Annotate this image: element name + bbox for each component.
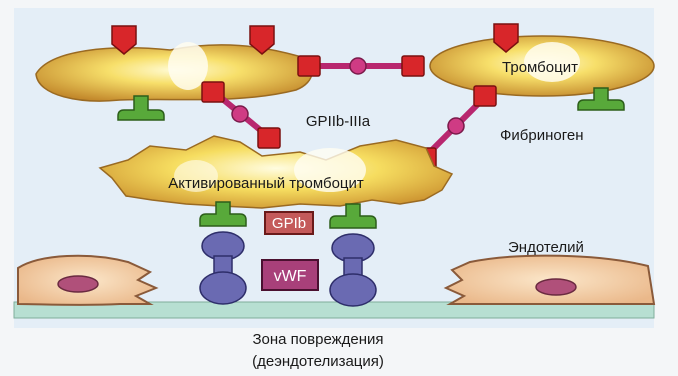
fibrinogen-label: Фибриноген xyxy=(500,127,584,144)
endothelium-label: Эндотелий xyxy=(508,239,584,256)
receptor-side xyxy=(474,86,496,106)
fibrinogen-node xyxy=(448,118,464,134)
receptor-side xyxy=(258,128,280,148)
cell-nucleus xyxy=(536,279,576,295)
receptor-side xyxy=(298,56,320,76)
receptor-side xyxy=(202,82,224,102)
vwf-label: vWF xyxy=(274,268,307,285)
gpib-label: GPIb xyxy=(272,215,306,232)
fibrinogen-node xyxy=(232,106,248,122)
injury-zone-label: Зона повреждения xyxy=(252,331,383,348)
platelet-label: Тромбоцит xyxy=(502,59,578,76)
cell-nucleus xyxy=(58,276,98,292)
receptor-side xyxy=(402,56,424,76)
endothelial-cell-right xyxy=(446,256,654,304)
activated-platelet-label: Активированный тромбоцит xyxy=(168,175,364,192)
gpiib-iiia-label: GPIIb-IIIa xyxy=(306,113,371,130)
fibrinogen-node xyxy=(350,58,366,74)
injury-zone-sublabel: (деэндотелизация) xyxy=(252,353,384,370)
